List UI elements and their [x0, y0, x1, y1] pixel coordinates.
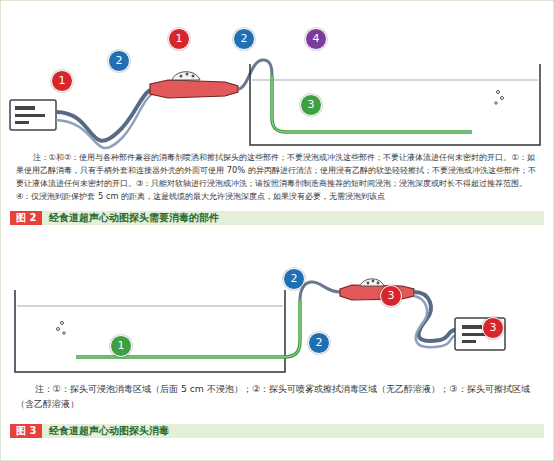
callout-circle: 2	[233, 28, 255, 50]
callout-circle: 1	[168, 28, 190, 50]
callout-circle: 3	[482, 317, 504, 339]
note-text: 注：①和②：使用与各种部件兼容的消毒剂喷洒和擦拭探头的这些部件；不要浸泡或冲洗这…	[16, 151, 540, 203]
figure-caption: 经食道超声心动图探头消毒	[42, 424, 169, 438]
callout-circle: 1	[110, 335, 132, 357]
callout-number: 1	[176, 32, 183, 45]
figure-2-probe	[10, 60, 540, 148]
callout-number: 2	[116, 54, 123, 67]
callout-circle: 3	[380, 285, 402, 307]
callout-circle: 2	[283, 268, 305, 290]
note-text: 注：①：探头可浸泡消毒区域（后面 5 cm 不浸泡）；②：探头可喷雾或擦拭消毒区…	[16, 381, 540, 411]
callout-number: 1	[59, 74, 66, 87]
caption-band: 图 3经食道超声心动图探头消毒	[10, 424, 544, 438]
figure-number: 图 2	[10, 211, 42, 225]
figure-number: 图 3	[10, 424, 42, 438]
callout-number: 3	[490, 321, 497, 334]
figure-3-probe	[15, 279, 505, 372]
caption-band: 图 2经食道超声心动图探头需要消毒的部件	[10, 211, 544, 225]
callout-circle: 3	[300, 94, 322, 116]
callout-number: 3	[308, 98, 315, 111]
callout-number: 2	[291, 272, 298, 285]
callout-circle: 2	[308, 332, 330, 354]
callout-circle: 2	[108, 50, 130, 72]
callout-number: 3	[388, 289, 395, 302]
callout-circle: 4	[305, 28, 327, 50]
callout-number: 2	[241, 32, 248, 45]
figure-caption: 经食道超声心动图探头需要消毒的部件	[42, 211, 219, 225]
callout-number: 2	[316, 336, 323, 349]
callout-number: 1	[118, 339, 125, 352]
callout-circle: 1	[51, 70, 73, 92]
callout-number: 4	[313, 32, 320, 45]
